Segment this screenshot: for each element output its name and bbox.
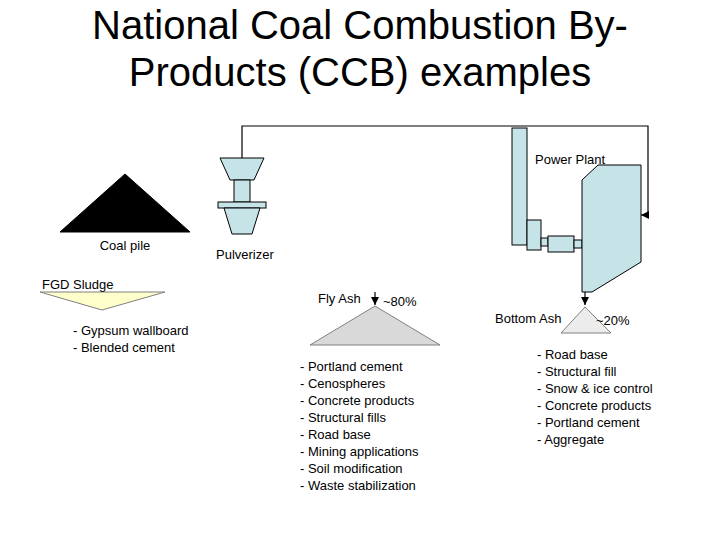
pulverizer-part xyxy=(220,158,264,180)
power-plant-part xyxy=(512,128,527,245)
node-text: - Concrete products xyxy=(300,393,414,408)
node-text: - Road base xyxy=(537,347,608,362)
node-text: - Soil modification xyxy=(300,461,403,476)
power-plant-part xyxy=(541,238,548,246)
node-text: - Aggregate xyxy=(537,432,604,447)
bottom-ash: Bottom Ash ~20% - Road base - Structural fi… xyxy=(493,305,638,450)
node-text: - Structural fills xyxy=(300,410,386,425)
flow-connector xyxy=(584,292,585,305)
diagram-title: National Coal Combustion By- Products (C… xyxy=(60,2,660,96)
pulverizer-part xyxy=(234,180,250,202)
fly-ash: Fly Ash ~80% - Portland cement - Cenosphere… xyxy=(295,288,445,493)
coal-pile: Coal pile xyxy=(55,172,195,257)
node-text: ~20% xyxy=(596,313,630,328)
power-plant-part xyxy=(574,240,582,248)
node-text: - Portland cement xyxy=(300,359,403,374)
power-plant-part xyxy=(548,236,574,252)
node-label: Fly Ash xyxy=(318,291,361,306)
power-plant-outline xyxy=(505,125,641,292)
node-text: - Mining applications xyxy=(300,444,419,459)
node-text: - Cenospheres xyxy=(300,376,385,391)
pulverizer: Pulverizer xyxy=(206,158,278,263)
power-plant: Power Plant xyxy=(505,125,641,292)
node-text: ~80% xyxy=(383,294,417,309)
node-text: - Concrete products xyxy=(537,398,651,413)
pulverizer-part xyxy=(218,202,266,208)
node-text: - Waste stabilization xyxy=(300,478,416,493)
node-text: - Road base xyxy=(300,427,371,442)
node-text: - Structural fill xyxy=(537,364,616,379)
fly-ash-part xyxy=(310,306,440,345)
node-text: - Snow & ice control xyxy=(537,381,653,396)
power-plant-part xyxy=(527,220,541,250)
fly-ash-arrow xyxy=(374,292,375,305)
node-label: Coal pile xyxy=(55,238,195,253)
fgd-sludge: FGD Sludge- Gypsum wallboard- Blended ce… xyxy=(35,276,175,356)
coal-pile-part xyxy=(60,174,190,232)
pulverizer-part xyxy=(224,208,260,234)
power-plant-part xyxy=(582,165,641,292)
edge-group xyxy=(242,126,648,305)
node-label: Power Plant xyxy=(535,152,605,167)
node-text: - Portland cement xyxy=(537,415,640,430)
node-text: - Gypsum wallboard xyxy=(73,323,189,338)
fgd-sludge-part xyxy=(40,292,165,310)
node-label: Pulverizer xyxy=(216,247,274,262)
node-label: Bottom Ash xyxy=(495,311,561,326)
node-text: - Blended cement xyxy=(73,340,175,355)
node-label: FGD Sludge xyxy=(42,277,114,292)
